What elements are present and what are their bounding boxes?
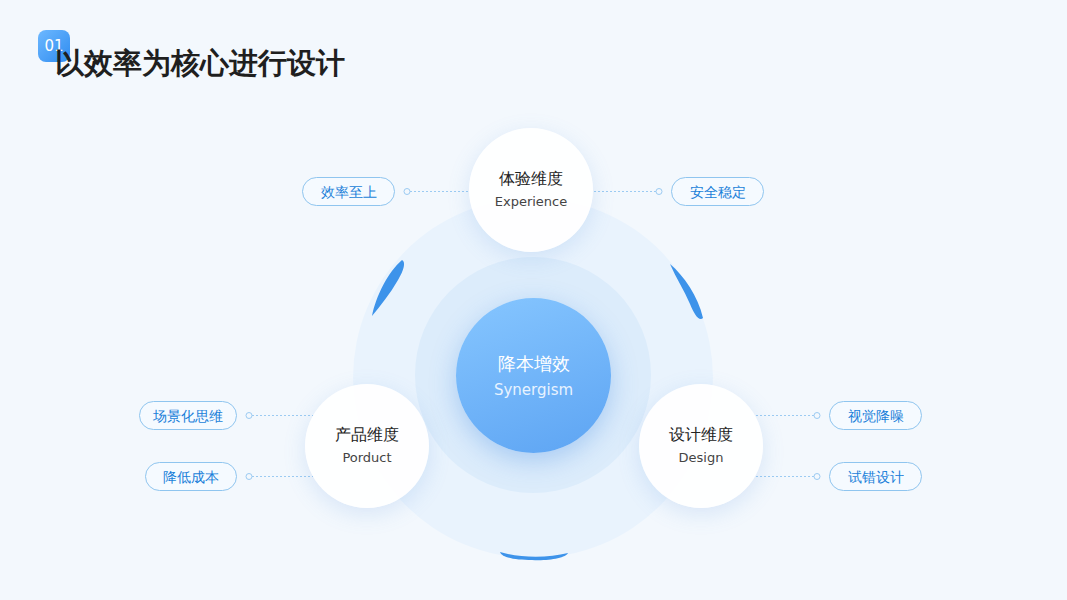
feature-pill: 安全稳定: [671, 177, 764, 206]
node-subtitle: Porduct: [342, 448, 391, 468]
node-title: 视觉降噪: [848, 407, 904, 425]
dotted-connector: [246, 413, 313, 419]
node-title: 效率至上: [321, 183, 377, 201]
dotted-connector: [755, 413, 820, 419]
connector-line: [755, 476, 814, 477]
dotted-connector: [593, 189, 662, 195]
node-title: 产品维度: [335, 424, 399, 446]
node-subtitle: Design: [679, 448, 724, 468]
node-title: 场景化思维: [153, 407, 223, 425]
core-circle: 降本增效Synergism: [456, 298, 611, 453]
connector-dot: [246, 413, 252, 419]
node-title: 试错设计: [848, 468, 904, 486]
connector-line: [252, 415, 313, 416]
connector-line: [252, 476, 313, 477]
node-title: 降低成本: [163, 468, 219, 486]
connector-dot: [246, 474, 252, 480]
feature-pill: 试错设计: [829, 462, 922, 491]
dimension-circle: 体验维度Experience: [469, 128, 593, 252]
title: 以效率为核心进行设计: [55, 44, 345, 84]
node-title: 设计维度: [669, 424, 733, 446]
node-title: 体验维度: [499, 168, 563, 190]
outer-ring: [353, 198, 713, 558]
node-title: 安全稳定: [690, 183, 746, 201]
connector-dot: [656, 189, 662, 195]
feature-pill: 效率至上: [302, 177, 395, 206]
connector-line: [410, 191, 469, 192]
node-title: 降本增效: [498, 351, 570, 377]
connector-line: [593, 191, 656, 192]
feature-pill: 场景化思维: [139, 401, 237, 430]
connector-dot: [814, 413, 820, 419]
connector-dot: [404, 189, 410, 195]
arc-right: [670, 264, 703, 319]
feature-pill: 视觉降噪: [829, 401, 922, 430]
node-subtitle: Synergism: [494, 379, 573, 401]
arc-bottom: [500, 552, 568, 560]
dotted-connector: [404, 189, 469, 195]
dotted-connector: [755, 474, 820, 480]
dimension-circle: 产品维度Porduct: [305, 384, 429, 508]
middle-ring: [415, 257, 651, 493]
dimension-circle: 设计维度Design: [639, 384, 763, 508]
node-subtitle: Experience: [495, 192, 568, 212]
arc-left: [372, 260, 404, 316]
feature-pill: 降低成本: [145, 462, 237, 491]
connector-dot: [814, 474, 820, 480]
connector-line: [755, 415, 814, 416]
dotted-connector: [246, 474, 313, 480]
